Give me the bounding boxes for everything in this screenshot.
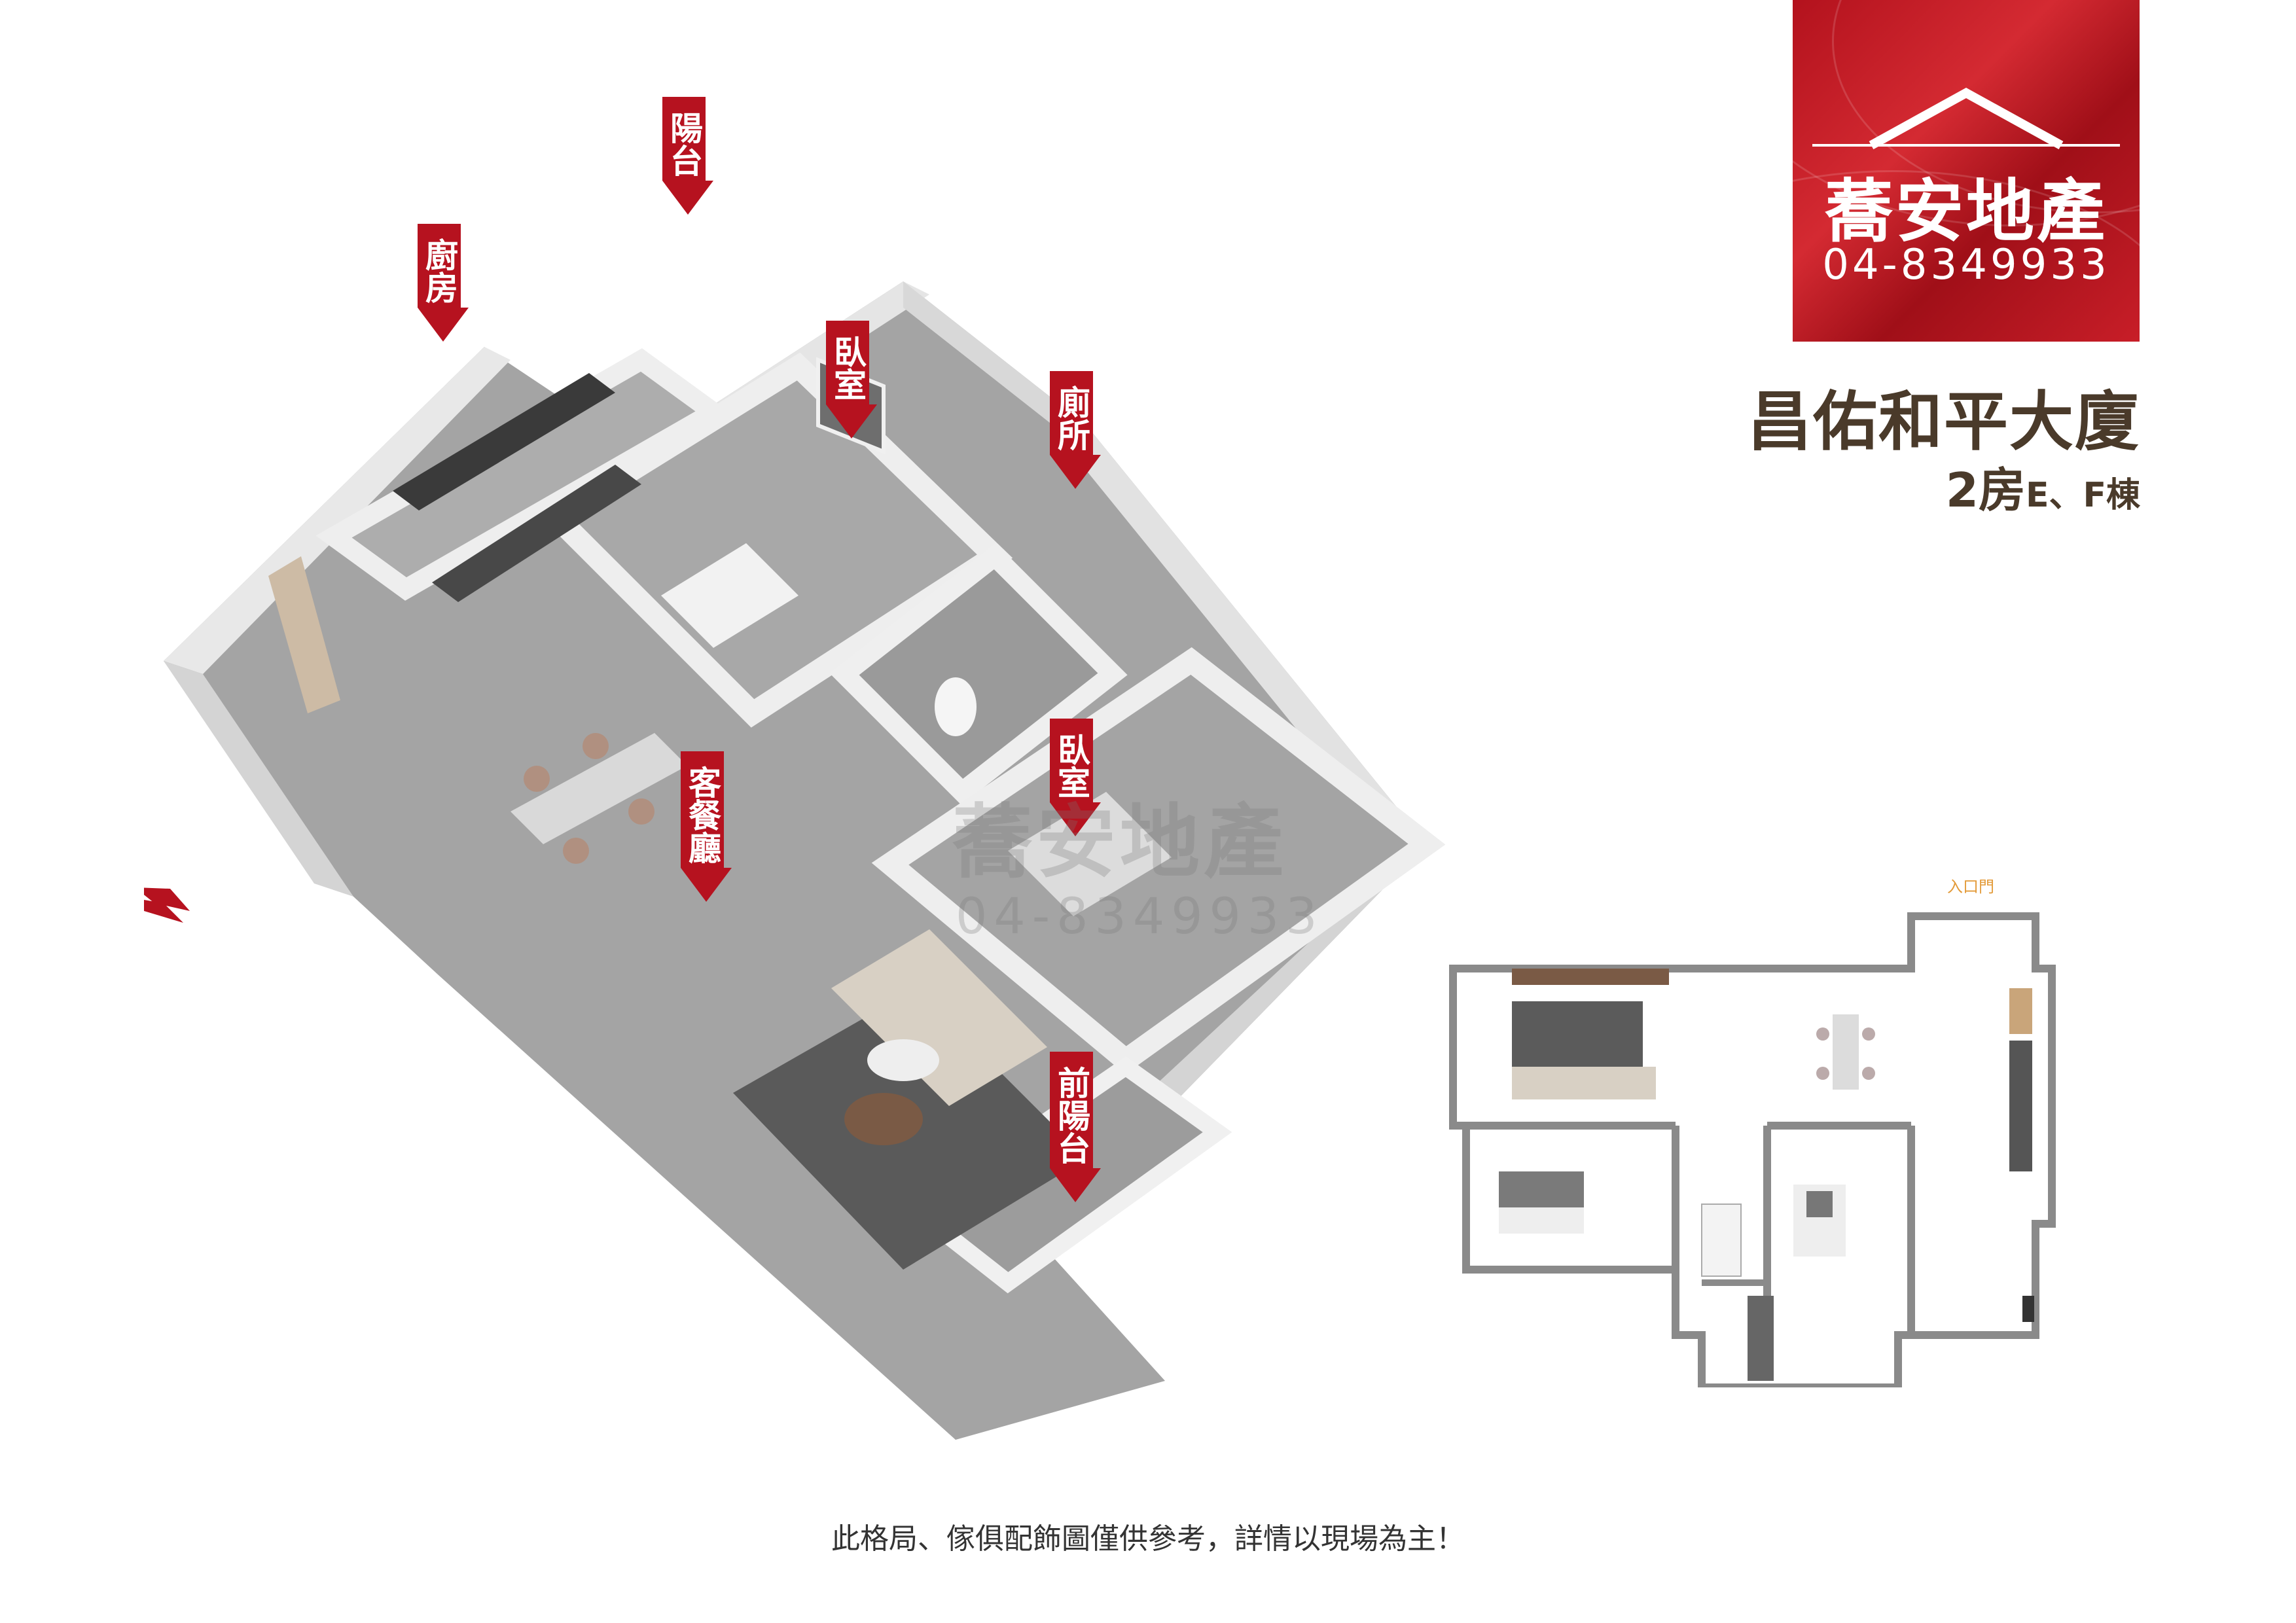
brand-logo: 蕎安地產 04-8349933 bbox=[1793, 0, 2140, 342]
watermark-phone: 04-8349933 bbox=[956, 887, 1324, 945]
unit-type-main: 2房 bbox=[1945, 463, 2026, 518]
room-tag-balcony-label: 陽台 bbox=[662, 97, 706, 181]
room-tag-living-dining-label: 客餐廳 bbox=[681, 751, 724, 868]
room-tag-bedroom-2: 臥室 bbox=[1050, 719, 1101, 836]
unit-type-sub: E、F棟 bbox=[2025, 476, 2140, 515]
disclaimer: 此格局、傢俱配飾圖僅供參考，詳情以現場為主！ bbox=[831, 1522, 1465, 1556]
room-tag-front-balcony: 前陽台 bbox=[1050, 1052, 1101, 1202]
room-tag-kitchen-label: 廚房 bbox=[418, 224, 461, 308]
room-tag-toilet: 廁所 bbox=[1050, 371, 1101, 489]
entry-arrows-icon bbox=[144, 887, 190, 923]
unit-type: 2房E、F棟 bbox=[1702, 452, 2140, 520]
room-tag-bedroom-1: 臥室 bbox=[826, 321, 877, 438]
room-tag-front-balcony-label: 前陽台 bbox=[1050, 1052, 1093, 1168]
entry-door-label: 入口門 bbox=[1947, 878, 1994, 896]
floorplan-3d bbox=[144, 281, 1446, 1440]
brand-phone: 04-8349933 bbox=[1822, 241, 2110, 289]
floorplan-2d bbox=[1449, 912, 2056, 1387]
room-tag-kitchen: 廚房 bbox=[418, 224, 469, 342]
room-tag-balcony: 陽台 bbox=[662, 97, 713, 215]
building-name: 昌佑和平大廈 bbox=[1747, 385, 2140, 459]
watermark-name: 蕎安地產 bbox=[952, 796, 1287, 889]
brand-name: 蕎安地產 bbox=[1824, 171, 2108, 251]
room-tag-bedroom-2-label: 臥室 bbox=[1050, 719, 1093, 802]
room-tag-living-dining: 客餐廳 bbox=[681, 751, 732, 902]
room-tag-toilet-label: 廁所 bbox=[1050, 371, 1093, 455]
roof-icon bbox=[1812, 88, 2120, 150]
room-tag-bedroom-1-label: 臥室 bbox=[826, 321, 869, 404]
